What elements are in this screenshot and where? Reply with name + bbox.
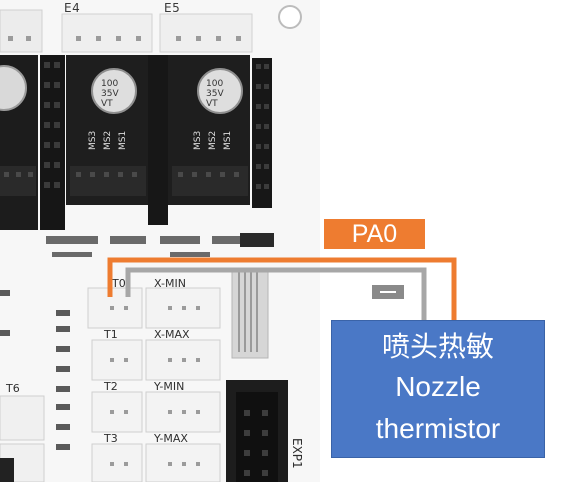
connector-e4 bbox=[61, 13, 153, 53]
sensor-label-en-2: thermistor bbox=[375, 413, 501, 444]
label-y-min: Y-MIN bbox=[153, 380, 184, 393]
svg-text:100: 100 bbox=[206, 79, 223, 89]
jumper-rows bbox=[0, 166, 248, 196]
capacitor-left bbox=[0, 65, 27, 111]
svg-text:MS1: MS1 bbox=[118, 131, 128, 150]
button-component bbox=[0, 458, 14, 482]
label-t1: T1 bbox=[103, 328, 118, 341]
label-x-min: X-MIN bbox=[154, 277, 186, 290]
svg-text:MS1: MS1 bbox=[223, 131, 233, 150]
smd-column bbox=[0, 290, 70, 450]
svg-text:MS2: MS2 bbox=[103, 131, 113, 150]
sensor-label-en-1: Nozzle bbox=[395, 371, 481, 402]
label-x-max: X-MAX bbox=[154, 328, 190, 341]
connector-rows bbox=[87, 287, 221, 482]
connector-t6 bbox=[0, 395, 45, 441]
svg-text:35V: 35V bbox=[206, 89, 224, 99]
wire-gnd bbox=[125, 267, 427, 330]
label-t3: T3 bbox=[103, 432, 118, 445]
connector-e5 bbox=[159, 13, 253, 53]
label-t6: T6 bbox=[5, 382, 20, 395]
capacitor-e5: 100 35V VT bbox=[197, 68, 243, 114]
label-e5: E5 bbox=[164, 1, 180, 15]
label-e4: E4 bbox=[64, 1, 80, 15]
pa0-callout: PA0 bbox=[324, 219, 425, 249]
capacitor-e4: 100 35V VT bbox=[91, 68, 137, 114]
label-t2: T2 bbox=[103, 380, 118, 393]
wire-pa0 bbox=[107, 257, 457, 330]
svg-text:MS3: MS3 bbox=[88, 131, 98, 150]
svg-text:MS3: MS3 bbox=[193, 131, 203, 150]
label-exp1: EXP1 bbox=[290, 438, 304, 469]
mounting-hole bbox=[278, 5, 302, 29]
label-t0: T0 bbox=[111, 277, 126, 290]
nozzle-thermistor-callout: 喷头热敏 Nozzle thermistor bbox=[331, 320, 545, 458]
svg-text:VT: VT bbox=[101, 99, 113, 109]
header-pins bbox=[44, 62, 269, 189]
smd-inductor bbox=[240, 233, 274, 247]
smd-components bbox=[46, 236, 242, 257]
driver-pin-labels: MS3 MS2 MS1 MS3 MS2 MS1 bbox=[88, 131, 233, 150]
svg-text:VT: VT bbox=[206, 99, 218, 109]
svg-text:MS2: MS2 bbox=[208, 131, 218, 150]
svg-text:35V: 35V bbox=[101, 89, 119, 99]
svg-text:100: 100 bbox=[101, 79, 118, 89]
connector-top-left bbox=[0, 9, 43, 53]
sensor-label-cn: 喷头热敏 bbox=[381, 330, 494, 363]
label-y-max: Y-MAX bbox=[153, 432, 188, 445]
